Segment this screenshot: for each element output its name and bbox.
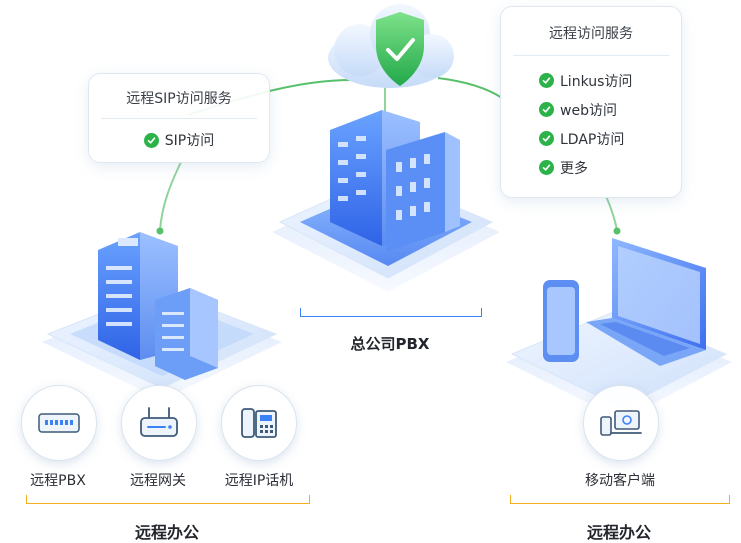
- service-item-label: web访问: [560, 102, 617, 119]
- remote-building: [98, 232, 218, 380]
- link-line-mobile: [605, 195, 618, 231]
- pbx-device-icon: [21, 385, 97, 461]
- remote-office-bracket: [26, 495, 310, 504]
- phone: [543, 280, 579, 362]
- mobile-office-bracket: [510, 495, 730, 504]
- mobile-client-icon: [583, 385, 659, 461]
- router-icon: [121, 385, 197, 461]
- sip-item-label: SIP访问: [164, 133, 215, 149]
- remote-office-label: 远程办公: [134, 523, 199, 542]
- sip-service-card: 远程SIP访问服务 SIP访问: [88, 73, 270, 163]
- hq-bracket: [300, 308, 482, 317]
- check-icon: [539, 102, 554, 117]
- check-icon: [539, 160, 554, 175]
- service-item: web访问: [539, 95, 681, 124]
- check-icon: [143, 132, 159, 148]
- hq-building: [330, 110, 460, 252]
- service-item-label: 更多: [560, 160, 588, 177]
- link-line-remote: [159, 161, 182, 231]
- device-label-ip-phone: 远程IP话机: [224, 473, 294, 489]
- check-icon: [539, 73, 554, 88]
- check-icon: [539, 131, 554, 146]
- sip-card-title: 远程SIP访问服务: [126, 91, 232, 107]
- service-item: Linkus访问: [539, 66, 681, 95]
- divider: [513, 55, 669, 56]
- service-item: 更多: [539, 153, 681, 182]
- shield-cloud-icon: [328, 4, 454, 88]
- divider: [101, 118, 257, 119]
- service-item: LDAP访问: [539, 124, 681, 153]
- laptop: [586, 238, 706, 485]
- device-label-mobile: 移动客户端: [585, 473, 655, 489]
- device-label-pbx: 远程PBX: [30, 473, 86, 489]
- service-item-label: LDAP访问: [560, 131, 625, 148]
- mobile-office-label: 远程办公: [586, 523, 651, 542]
- device-label-gateway: 远程网关: [130, 473, 186, 489]
- ip-phone-icon: [221, 385, 297, 461]
- remote-service-card: 远程访问服务 Linkus访问 web访问 LDAP访问 更多: [500, 6, 682, 198]
- service-item-label: Linkus访问: [560, 73, 633, 90]
- service-card-title: 远程访问服务: [549, 26, 633, 42]
- sip-item: SIP访问: [89, 130, 269, 150]
- link-line-service: [437, 77, 503, 99]
- hq-label: 总公司PBX: [350, 335, 430, 353]
